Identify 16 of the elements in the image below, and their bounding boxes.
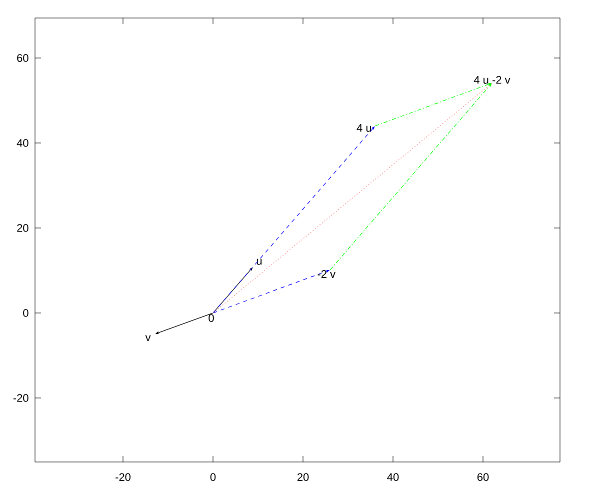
- point-label: u: [256, 258, 262, 265]
- point-label: -2 v: [318, 270, 336, 278]
- point-label: 4 u -2 v: [474, 76, 510, 84]
- point-label: 4 u: [356, 124, 372, 132]
- tick-label: 0: [210, 473, 216, 481]
- tick-label: -20: [13, 394, 28, 402]
- tick-label: 20: [297, 473, 309, 481]
- tick-label: 40: [16, 139, 28, 147]
- point-label: v: [145, 335, 151, 341]
- point-label: 0: [208, 314, 214, 322]
- tick-label: 60: [17, 54, 28, 62]
- tick-label: 40: [387, 473, 399, 481]
- tick-label: 0: [23, 309, 28, 317]
- tick-label: 60: [477, 473, 489, 481]
- tick-label: -20: [116, 473, 130, 481]
- tick-label: 20: [17, 224, 28, 232]
